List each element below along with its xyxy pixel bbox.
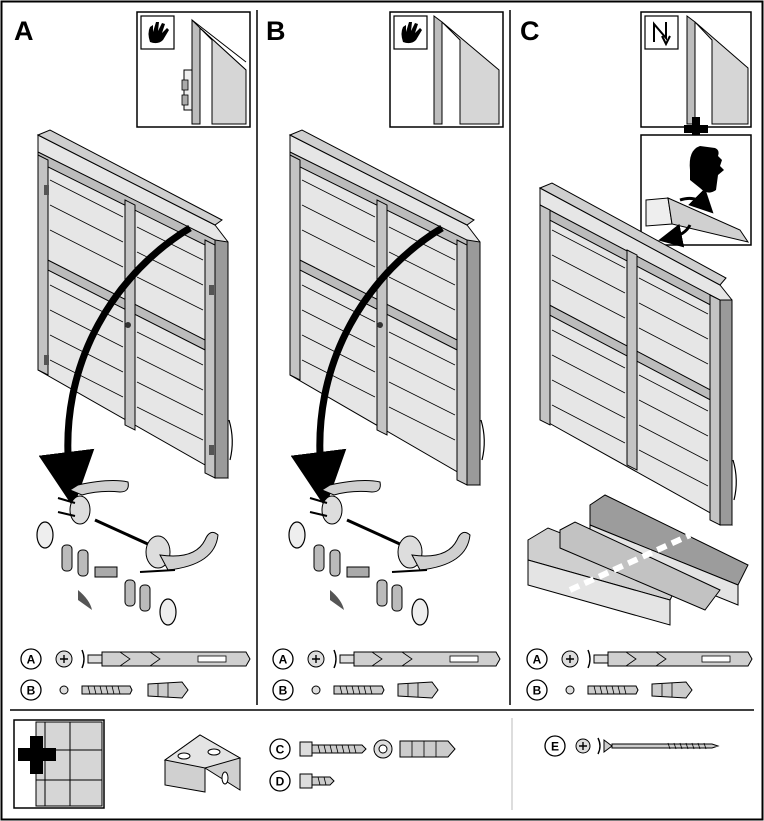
handle-parts-b [288, 480, 471, 626]
key-label-a: A [533, 653, 542, 667]
panel-b-inset [389, 11, 504, 128]
frame-anchor-icon [101, 651, 251, 667]
key-label-a: A [27, 653, 36, 667]
shed-front-b [288, 129, 485, 486]
arrow-to-handle-a [38, 224, 192, 508]
panel-c-inset-top [640, 11, 752, 128]
fixing-key-d: D [269, 770, 335, 792]
panel-b: B [266, 11, 504, 701]
key-label-d: D [276, 775, 285, 789]
fixing-key-e: E [544, 735, 720, 757]
shed-front-c [538, 182, 737, 526]
key-label-b: B [279, 684, 288, 698]
zigzag-arrow-icon [644, 15, 679, 50]
shed-front-a [36, 129, 233, 479]
fixing-key-a-a: A [20, 648, 251, 670]
plus-icon [684, 117, 708, 141]
key-circle-b [20, 679, 42, 701]
hand-icon [689, 146, 724, 193]
key-label-b: B [533, 684, 542, 698]
hand-wave-icon [393, 15, 428, 50]
floor-profiles-c [527, 494, 749, 626]
hand-wave-icon [140, 15, 175, 50]
wall-plug-icon [399, 740, 456, 758]
key-label-e: E [551, 740, 559, 754]
bolt-icon [299, 773, 313, 789]
panel-a-letter: A [14, 16, 34, 46]
key-circle-a [20, 648, 42, 670]
extra-panel-plus [13, 719, 105, 809]
bottom-strip: C D E [13, 719, 720, 809]
bolt-icon [299, 741, 313, 757]
fixing-key-a-c: A [526, 648, 753, 670]
key-label-b: B [27, 684, 36, 698]
fixing-key-b-a: B [20, 679, 189, 701]
fixing-key-a-b: A [272, 648, 501, 670]
fixing-key-c: C [269, 738, 456, 760]
key-label-c: C [276, 743, 285, 757]
panel-b-letter: B [266, 16, 286, 46]
plus-icon [18, 736, 56, 774]
panel-c: C [520, 11, 753, 701]
panel-c-inset-bottom [640, 134, 752, 248]
fixing-key-b-b: B [272, 679, 439, 701]
panel-c-letter: C [520, 16, 540, 46]
panel-a-inset [136, 11, 251, 128]
handle-parts-a [36, 480, 219, 626]
key-label-a: A [279, 653, 288, 667]
long-screw-icon [611, 743, 720, 749]
angle-bracket-icon [163, 734, 242, 793]
panel-a: A [14, 11, 251, 701]
fixing-key-b-c: B [526, 679, 693, 701]
arrow-to-handle-b [290, 224, 444, 508]
